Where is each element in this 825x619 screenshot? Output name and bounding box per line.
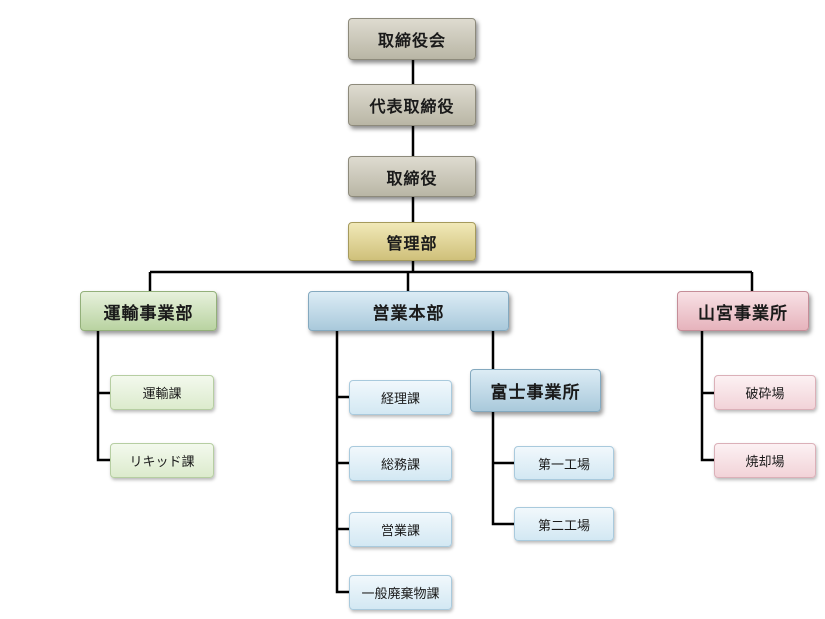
section-somu-box: 総務課 [349,446,452,481]
section-keiri-box: 経理課 [349,380,452,415]
section-liquid-box: リキッド課 [110,443,214,478]
transport-title: 運輸事業部 [103,303,194,324]
yamamiya-office-box: 山宮事業所 [677,291,809,331]
admin-department-box: 管理部 [348,222,476,261]
connector-fuji-sections [491,412,514,526]
section-label: 第一工場 [537,457,590,473]
directors-box: 取締役 [348,156,476,197]
sales-title: 営業本部 [372,303,445,324]
directors-label: 取締役 [386,168,438,188]
section-eigyo-box: 営業課 [349,512,452,547]
connector-transport-sections [96,331,110,462]
transport-division-box: 運輸事業部 [80,291,217,331]
connector-sales-sections [335,331,349,594]
fuji-office-box: 富士事業所 [470,369,601,412]
section-daini-kojo-box: 第二工場 [514,507,614,541]
fuji-title: 富士事業所 [490,383,581,403]
section-hasaijo-box: 破砕場 [714,375,816,410]
section-label: 一般廃棄物課 [361,587,440,602]
president-label: 代表取締役 [369,97,455,116]
section-label: 焼却場 [745,455,785,470]
board-label: 取締役会 [377,31,446,50]
connector-yamamiya-sections [700,331,714,462]
section-label: 破砕場 [745,387,785,402]
admin-label: 管理部 [386,233,438,253]
section-daiichi-kojo-box: 第一工場 [514,446,614,480]
section-label: 運輸課 [142,387,182,402]
section-label: 第二工場 [537,518,590,534]
board-of-directors-box: 取締役会 [348,18,476,60]
yamamiya-title: 山宮事業所 [698,303,788,324]
section-label: 営業課 [380,524,420,539]
section-label: 経理課 [380,392,420,407]
section-ippan-haikibutsu-box: 一般廃棄物課 [349,575,452,610]
section-shokyakujo-box: 焼却場 [714,443,816,478]
president-box: 代表取締役 [348,84,476,126]
sales-hq-box: 営業本部 [308,291,509,331]
section-unyu-box: 運輸課 [110,375,214,410]
section-label: 総務課 [380,458,420,473]
section-label: リキッド課 [129,455,195,470]
